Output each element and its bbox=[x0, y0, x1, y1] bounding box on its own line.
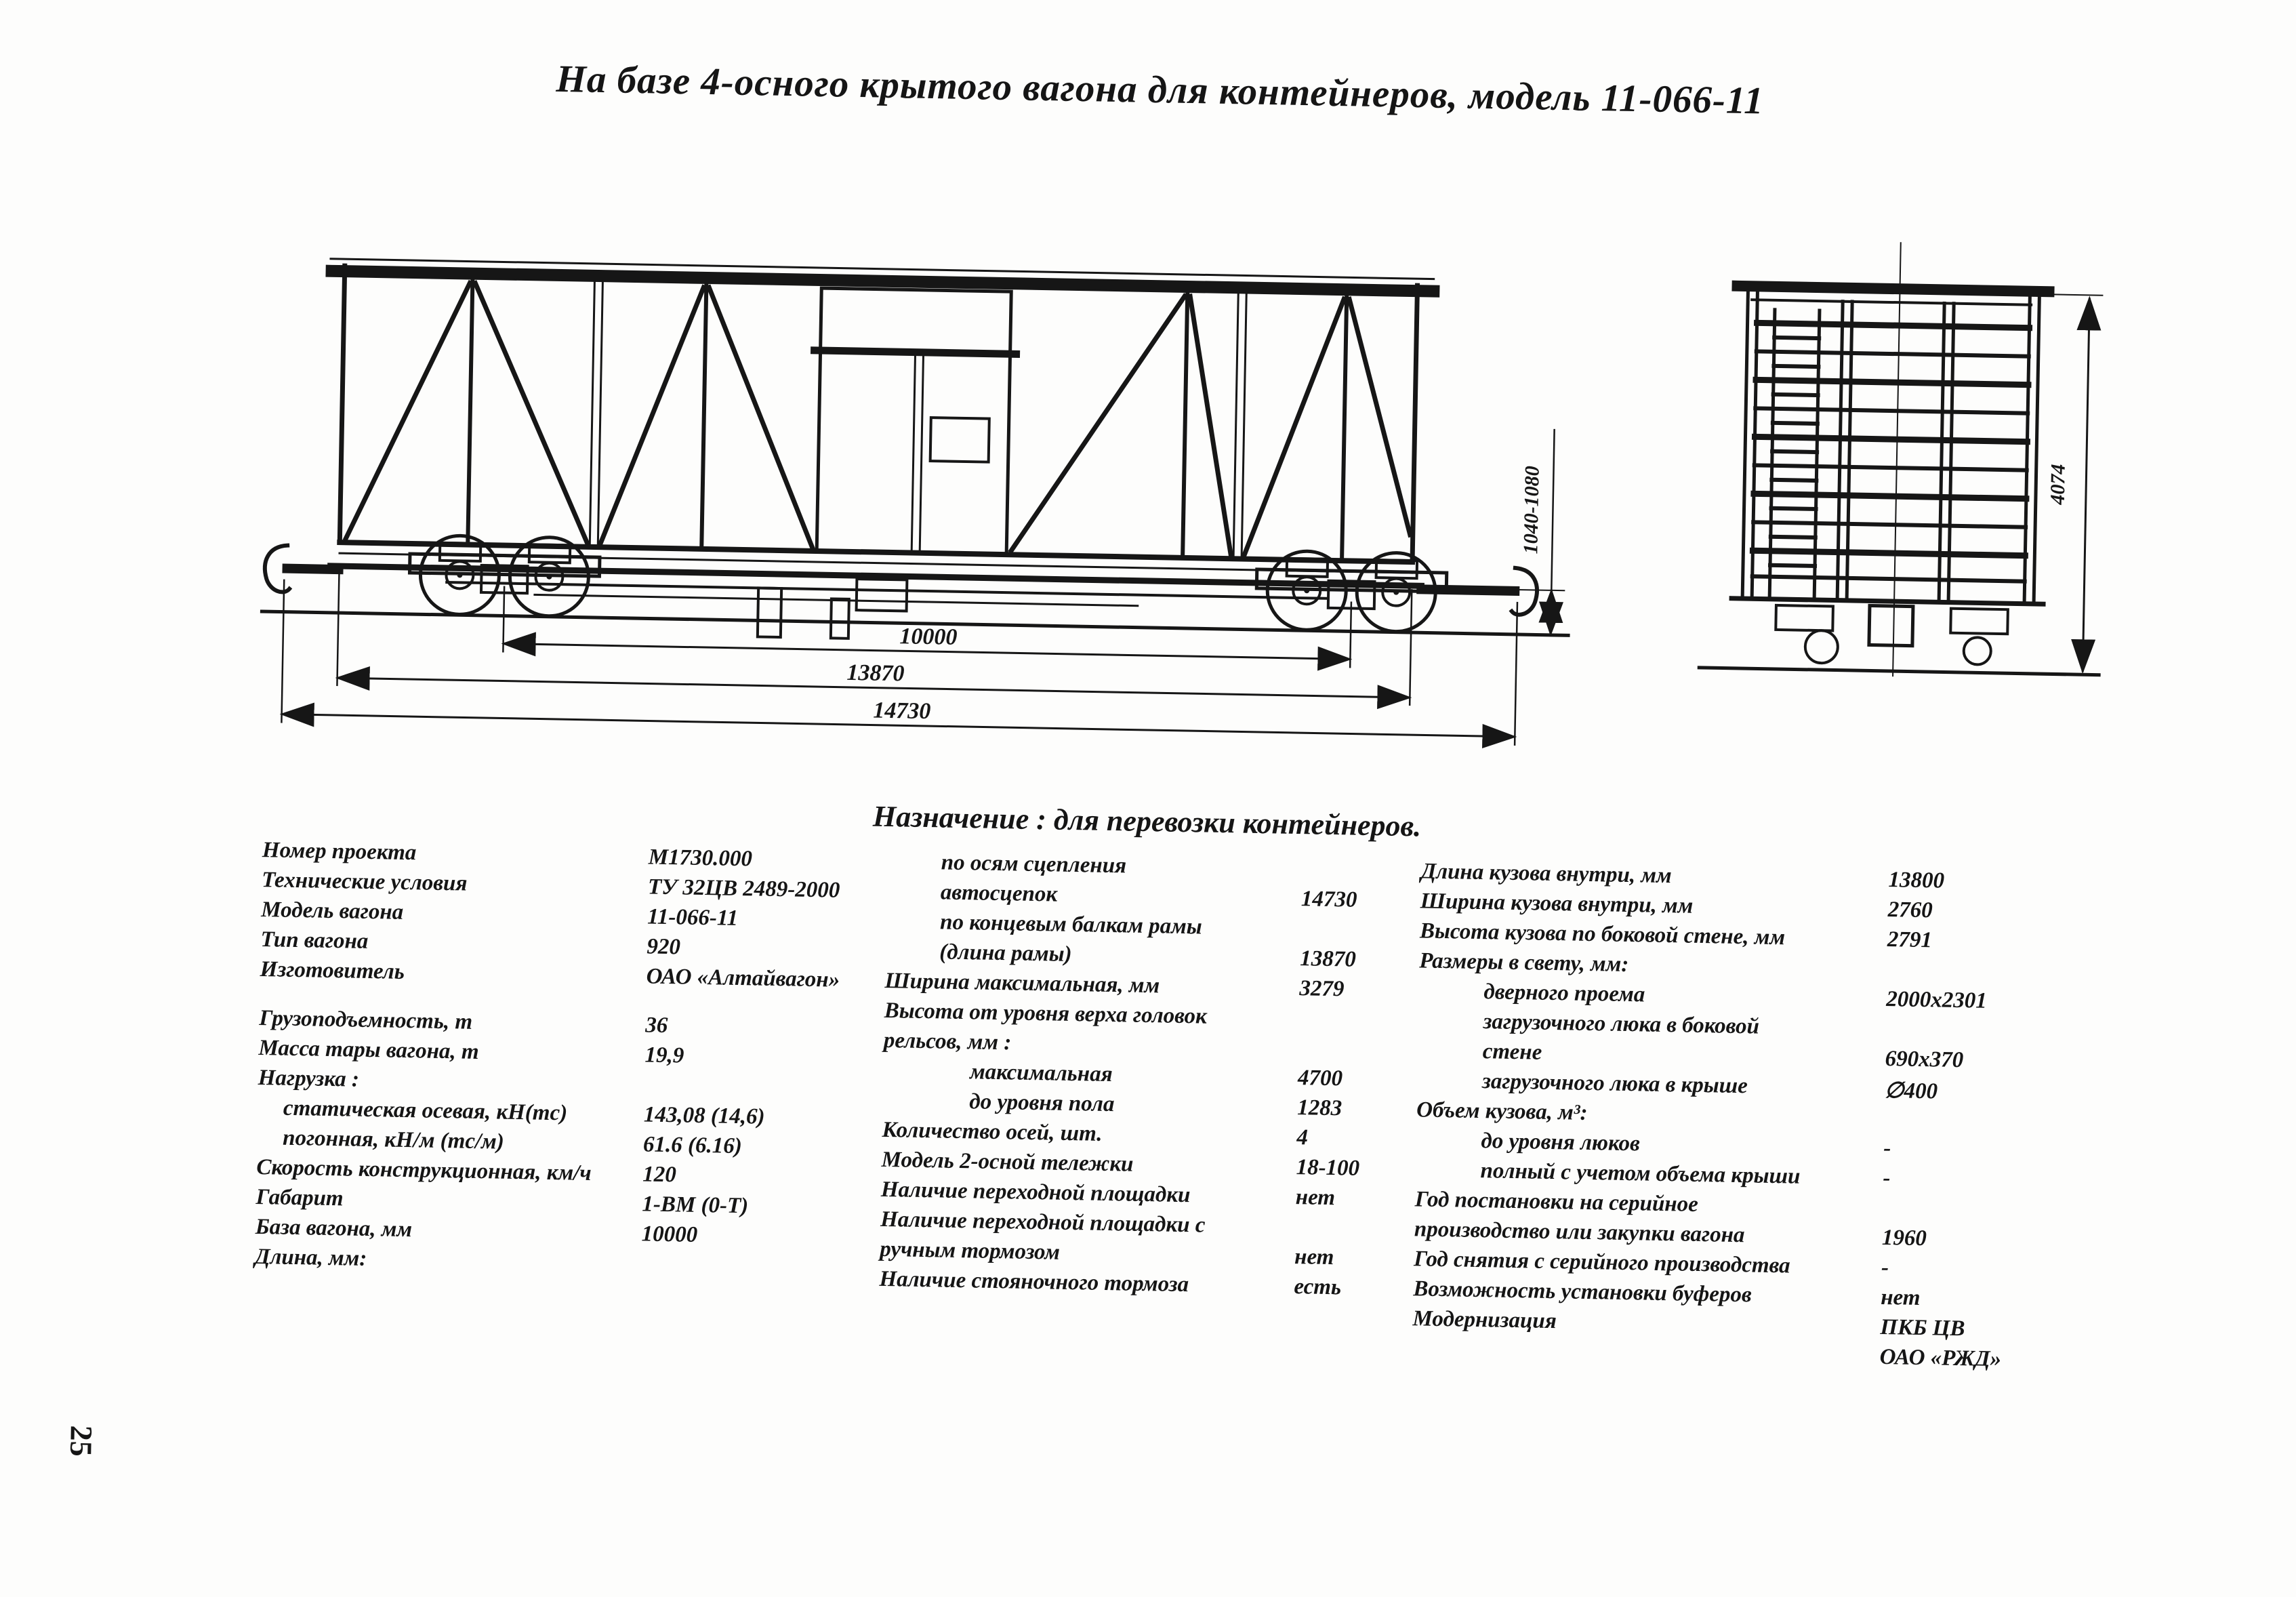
spec-value: 18-100 bbox=[1296, 1155, 1360, 1181]
dim-axle-base: 10000 bbox=[899, 624, 958, 650]
spec-value: ПКБ ЦВ bbox=[1880, 1314, 1965, 1341]
end-view bbox=[1697, 242, 2101, 677]
spec-label: рельсов, мм : bbox=[883, 1028, 1012, 1055]
bogie-right bbox=[1254, 549, 1449, 634]
spec-label: Номер проекта bbox=[262, 838, 417, 866]
spec-value: 4700 bbox=[1297, 1066, 1343, 1091]
spec-label: Объем кузова, м³: bbox=[1416, 1097, 1588, 1125]
dim-coupler-height: 1040-1080 bbox=[1519, 466, 1543, 554]
spec-label: Год постановки на серийное bbox=[1414, 1187, 1699, 1217]
spec-label: дверного проема bbox=[1483, 979, 1645, 1007]
dim-over-couplers: 14730 bbox=[873, 698, 931, 725]
spec-label: автосцепок bbox=[940, 880, 1058, 907]
spec-label: Тип вагона bbox=[260, 927, 369, 954]
spec-label: Модернизация bbox=[1412, 1306, 1557, 1334]
spec-label: загрузочного люка в боковой bbox=[1483, 1009, 1760, 1039]
spec-label: полный с учетом объема крыши bbox=[1480, 1158, 1801, 1189]
spec-value: нет bbox=[1294, 1245, 1334, 1270]
spec-value: 11-066-11 bbox=[647, 904, 739, 931]
end-ladder bbox=[1767, 308, 1822, 599]
spec-label: стене bbox=[1482, 1039, 1542, 1065]
spec-label: Ширина максимальная, мм bbox=[884, 968, 1160, 998]
spec-value: 19,9 bbox=[644, 1043, 684, 1068]
spec-label: Модель 2-осной тележки bbox=[881, 1147, 1134, 1177]
spec-label: База вагона, мм bbox=[255, 1214, 413, 1242]
end-rail-line bbox=[1697, 666, 2101, 677]
spec-value: ТУ 32ЦВ 2489-2000 bbox=[647, 874, 840, 903]
spec-label: Модель вагона bbox=[261, 897, 404, 925]
spec-label: по осям сцепления bbox=[941, 850, 1127, 878]
spec-value: нет bbox=[1880, 1285, 1921, 1311]
spec-label: производство или закупки вагона bbox=[1414, 1217, 1745, 1248]
spec-value: 4 bbox=[1296, 1125, 1309, 1150]
spec-value: 3279 bbox=[1299, 976, 1345, 1002]
spec-value: 1283 bbox=[1296, 1095, 1342, 1121]
spec-label: Нагрузка : bbox=[258, 1066, 360, 1092]
spec-label: Длина кузова внутри, мм bbox=[1420, 859, 1672, 889]
spec-label: Наличие переходной площадки с bbox=[880, 1207, 1206, 1238]
spec-value: нет bbox=[1295, 1185, 1336, 1211]
end-view-dimension bbox=[2045, 294, 2104, 674]
spec-label: загрузочного люка в крыше bbox=[1481, 1069, 1748, 1099]
spec-label: Количество осей, шт. bbox=[882, 1117, 1103, 1146]
spec-value: 690x370 bbox=[1885, 1047, 1964, 1073]
wagon-drawing: 10000 13870 14730 1040-1080 bbox=[239, 202, 2127, 853]
spec-value: ∅400 bbox=[1884, 1078, 1938, 1104]
spec-value: 2791 bbox=[1887, 927, 1933, 953]
spec-label: Скорость конструкционная, км/ч bbox=[256, 1154, 592, 1186]
spec-value: 920 bbox=[647, 934, 681, 960]
spec-value: 120 bbox=[642, 1162, 677, 1188]
spec-label: Грузоподъемность, т bbox=[259, 1006, 473, 1034]
spec-label: (длина рамы) bbox=[939, 939, 1072, 967]
coupler-left bbox=[262, 543, 344, 594]
spec-value: 2760 bbox=[1887, 897, 1933, 923]
spec-value: 1960 bbox=[1881, 1225, 1927, 1251]
spec-value: 61.6 (6.16) bbox=[642, 1132, 743, 1159]
spec-label: Масса тары вагона, т bbox=[258, 1036, 479, 1064]
spec-label: Габарит bbox=[255, 1184, 344, 1211]
spec-value: 1-ВМ (0-Т) bbox=[642, 1192, 749, 1219]
spec-value: М1730.000 bbox=[648, 845, 753, 872]
spec-value: ОАО «РЖД» bbox=[1879, 1344, 2002, 1372]
wagon-drawing-svg: 10000 13870 14730 1040-1080 bbox=[260, 242, 2104, 749]
spec-label: Размеры в свету, мм: bbox=[1418, 948, 1629, 977]
spec-label: Наличие переходной площадки bbox=[880, 1177, 1191, 1208]
spec-value: 13870 bbox=[1299, 946, 1357, 972]
spec-label: ручным тормозом bbox=[879, 1236, 1061, 1265]
spec-label: Длина, мм: bbox=[254, 1244, 367, 1272]
spec-label: Ширина кузова внутри, мм bbox=[1420, 889, 1694, 918]
spec-label: до уровня люков bbox=[1481, 1129, 1641, 1156]
page-title: На базе 4-осного крытого вагона для конт… bbox=[556, 57, 1765, 123]
page-number: 25 bbox=[64, 1425, 99, 1457]
spec-value: - bbox=[1883, 1135, 1891, 1161]
spec-label: Высота от уровня верха головок bbox=[884, 998, 1208, 1029]
spec-value: ОАО «Алтайвагон» bbox=[646, 964, 840, 992]
spec-label: Изготовитель bbox=[260, 957, 405, 984]
spec-label: по концевым балкам рамы bbox=[939, 910, 1203, 939]
spec-value: 14730 bbox=[1300, 887, 1357, 912]
dim-frame-length: 13870 bbox=[846, 660, 905, 687]
spec-value: есть bbox=[1294, 1274, 1342, 1300]
spec-label: до уровня пола bbox=[969, 1089, 1115, 1117]
spec-label: статическая осевая, кН(тс) bbox=[283, 1095, 568, 1126]
spec-label: максимальная bbox=[969, 1059, 1113, 1087]
spec-label: Наличие стояночного тормоза bbox=[879, 1266, 1189, 1297]
door bbox=[811, 286, 1021, 557]
spec-value: 2000x2301 bbox=[1885, 987, 1988, 1013]
spec-value: 36 bbox=[644, 1013, 668, 1038]
spec-value: 13800 bbox=[1888, 868, 1945, 893]
dim-end-height: 4074 bbox=[2047, 464, 2070, 506]
spec-label: погонная, кН/м (тс/м) bbox=[282, 1125, 505, 1154]
spec-value: - bbox=[1883, 1165, 1891, 1191]
side-view bbox=[260, 258, 1570, 640]
spec-value: 10000 bbox=[641, 1221, 698, 1247]
side-view-dimensions bbox=[279, 428, 1565, 749]
spec-value: 143,08 (14,6) bbox=[643, 1102, 765, 1129]
spec-value: - bbox=[1881, 1255, 1889, 1280]
spec-label: Возможность установки буферов bbox=[1413, 1276, 1752, 1308]
spec-label: Технические условия bbox=[261, 868, 468, 896]
